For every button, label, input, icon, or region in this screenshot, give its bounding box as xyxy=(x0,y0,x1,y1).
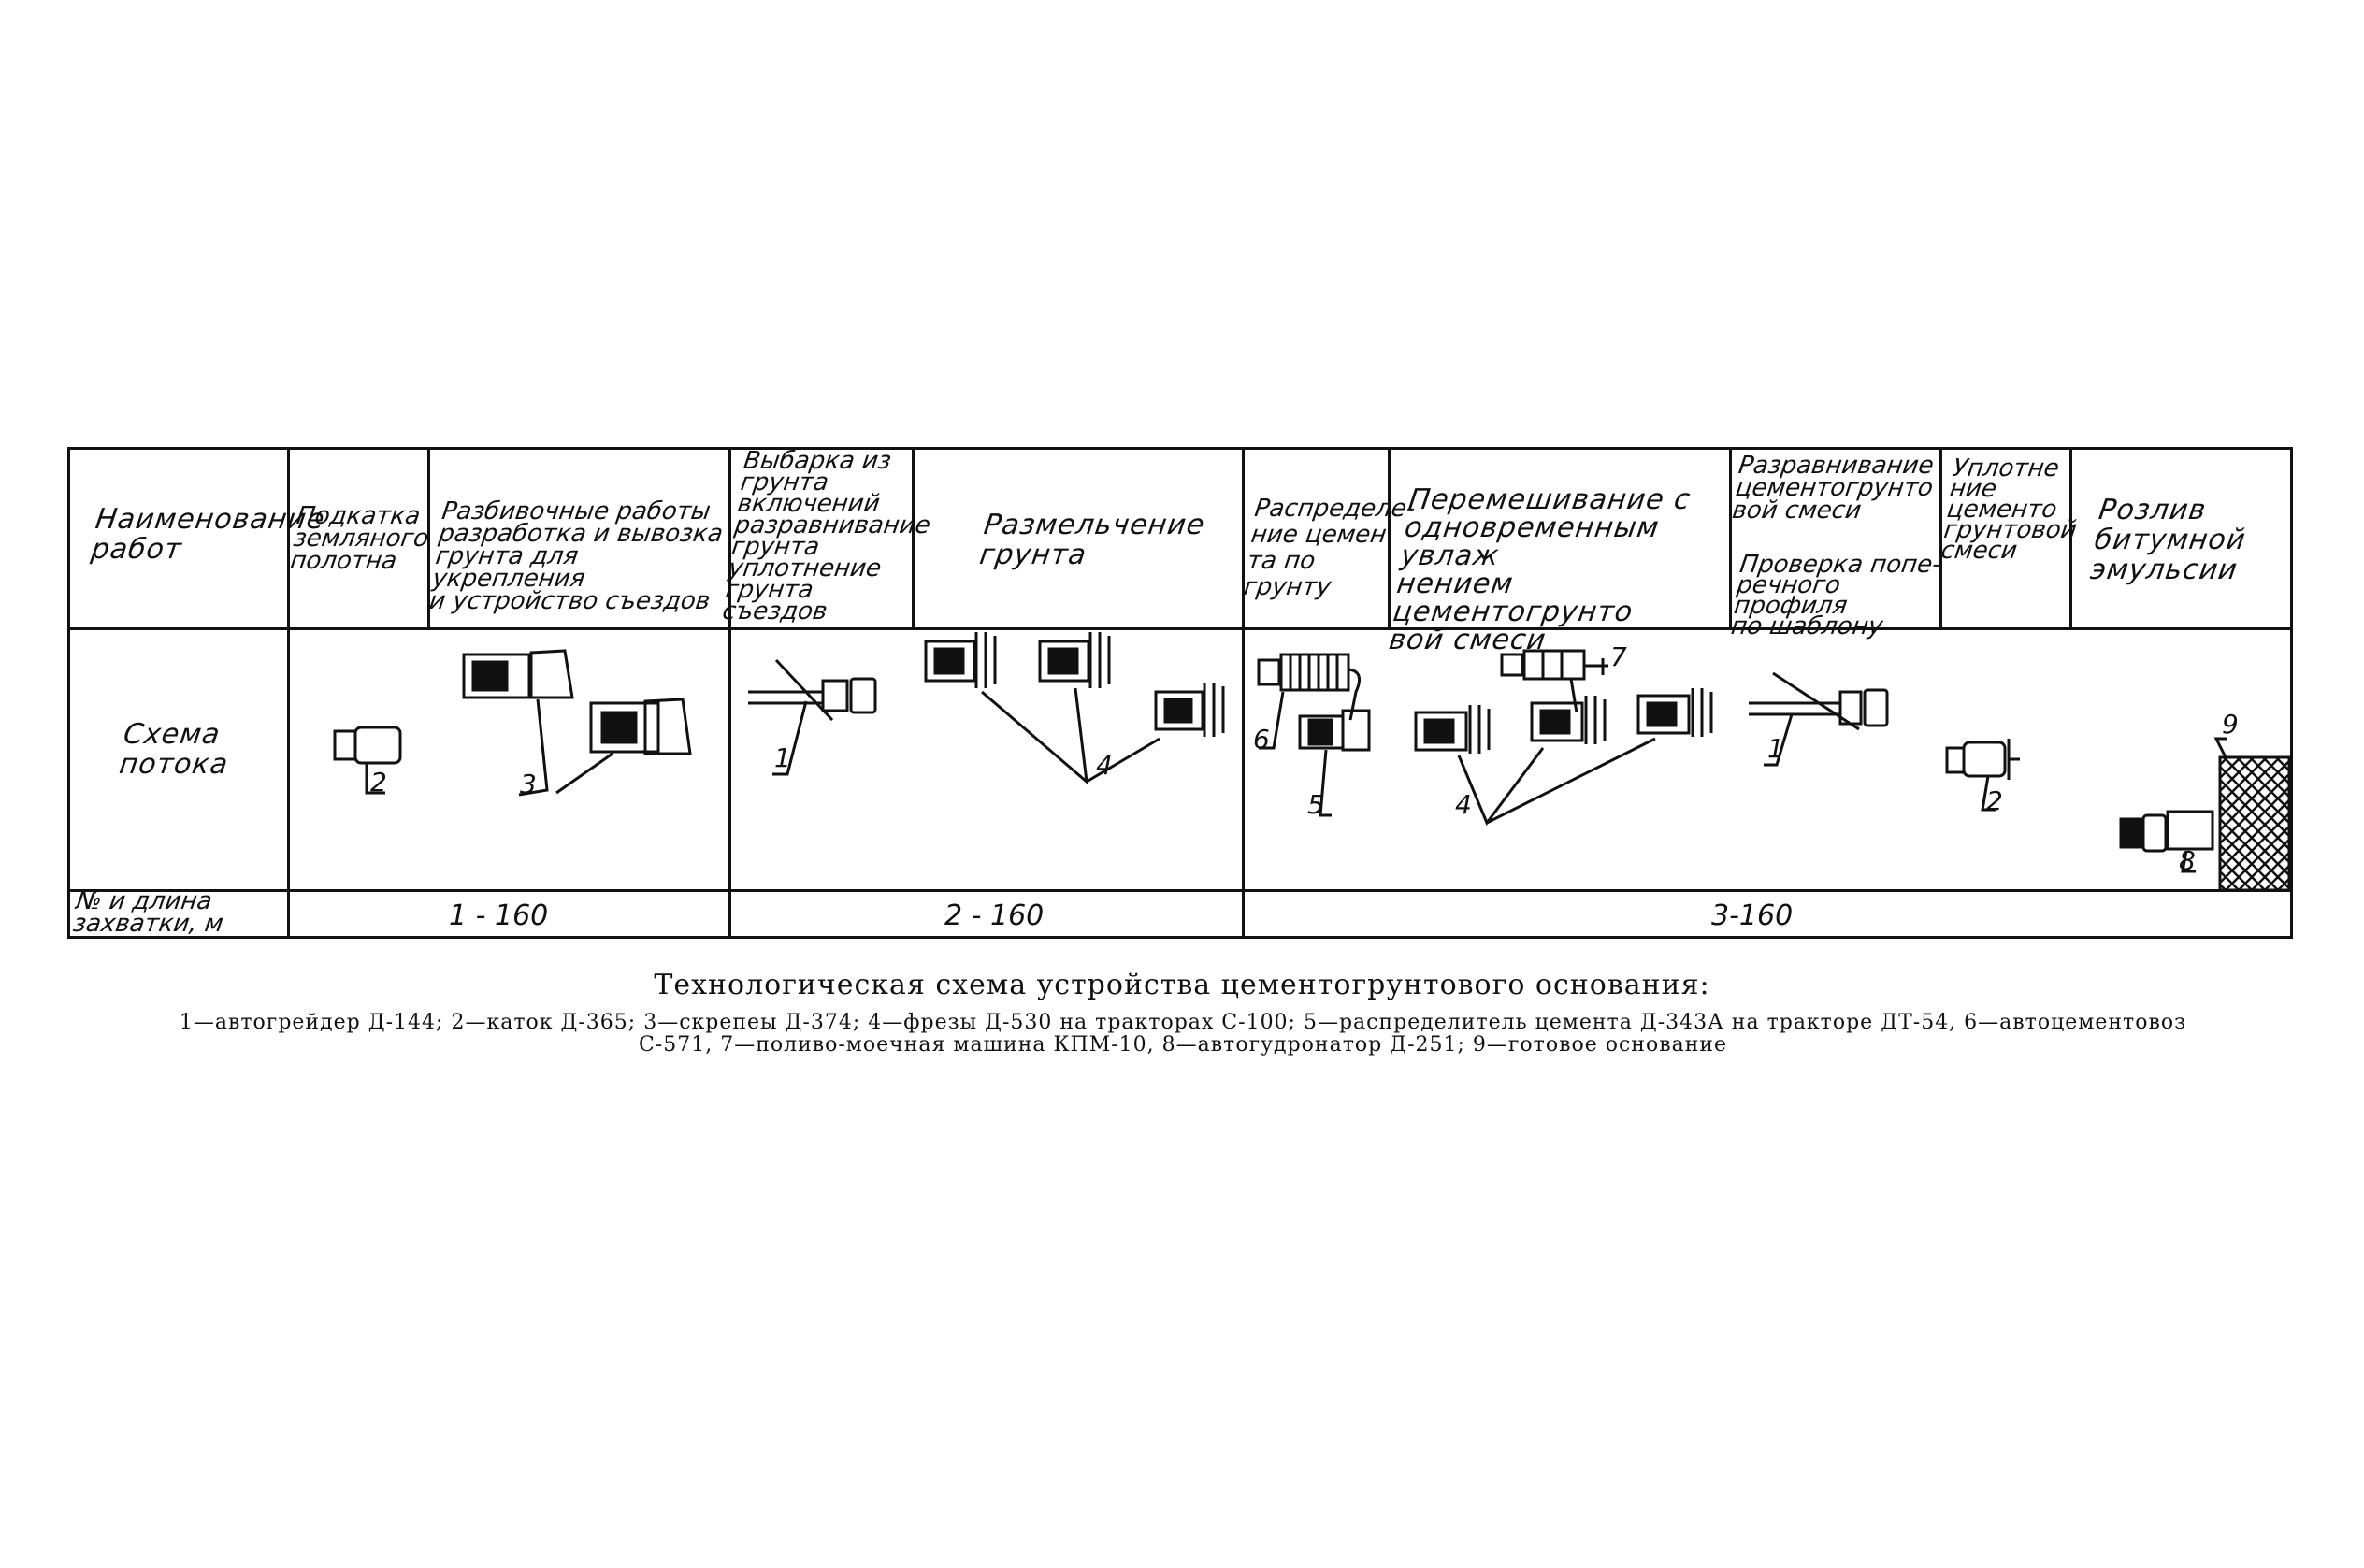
col-divider-9 xyxy=(2069,447,2072,629)
col-divider-6 xyxy=(1388,447,1391,629)
marker-8: 8 xyxy=(2179,845,2196,876)
marker-9: 9 xyxy=(2222,709,2239,740)
marker-1b: 1 xyxy=(1767,733,1784,764)
cement-truck-icon xyxy=(1257,653,1362,750)
marker-7: 7 xyxy=(1610,641,1627,672)
marker-4b: 4 xyxy=(1455,789,1472,820)
marker-6: 6 xyxy=(1253,724,1270,755)
figure-legend: 1—автогрейдер Д-144; 2—каток Д-365; 3—ск… xyxy=(179,1011,2187,1057)
marker-5: 5 xyxy=(1307,789,1324,820)
col-divider-7 xyxy=(1729,447,1732,629)
marker-1a: 1 xyxy=(774,742,791,773)
roller-icon xyxy=(333,726,402,795)
marker-3: 3 xyxy=(520,769,537,799)
col-divider-5 xyxy=(1242,447,1245,939)
segment-2: 2 - 160 xyxy=(944,899,1045,932)
grader-2-icon xyxy=(1749,671,1889,767)
grader-icon xyxy=(748,658,877,776)
col-divider-1 xyxy=(287,447,290,939)
header-row-divider xyxy=(67,627,2293,630)
segment-3: 3-160 xyxy=(1711,899,1794,932)
segment-1: 1 - 160 xyxy=(449,899,549,932)
scraper-icon xyxy=(462,649,692,797)
marker-2a: 2 xyxy=(370,767,387,798)
col-divider-3 xyxy=(728,447,731,939)
col-divider-4 xyxy=(912,447,915,629)
asphalt-distributor-icon xyxy=(2119,810,2214,873)
finished-base-icon xyxy=(2213,737,2291,892)
scheme-row-divider xyxy=(67,889,2293,892)
figure-caption: Технологическая схема устройства цементо… xyxy=(654,969,1710,1001)
marker-4a: 4 xyxy=(1096,750,1113,781)
washing-machine-icon xyxy=(1500,649,1608,713)
process-table xyxy=(67,447,2293,939)
col-divider-8 xyxy=(1939,447,1942,629)
marker-2b: 2 xyxy=(1986,785,2003,816)
mill-icon xyxy=(924,632,1225,785)
col-divider-2 xyxy=(427,447,430,629)
roller-2-icon xyxy=(1945,739,2020,812)
spreader-icon xyxy=(1298,709,1371,817)
mixer-mill-icon xyxy=(1414,688,1713,826)
